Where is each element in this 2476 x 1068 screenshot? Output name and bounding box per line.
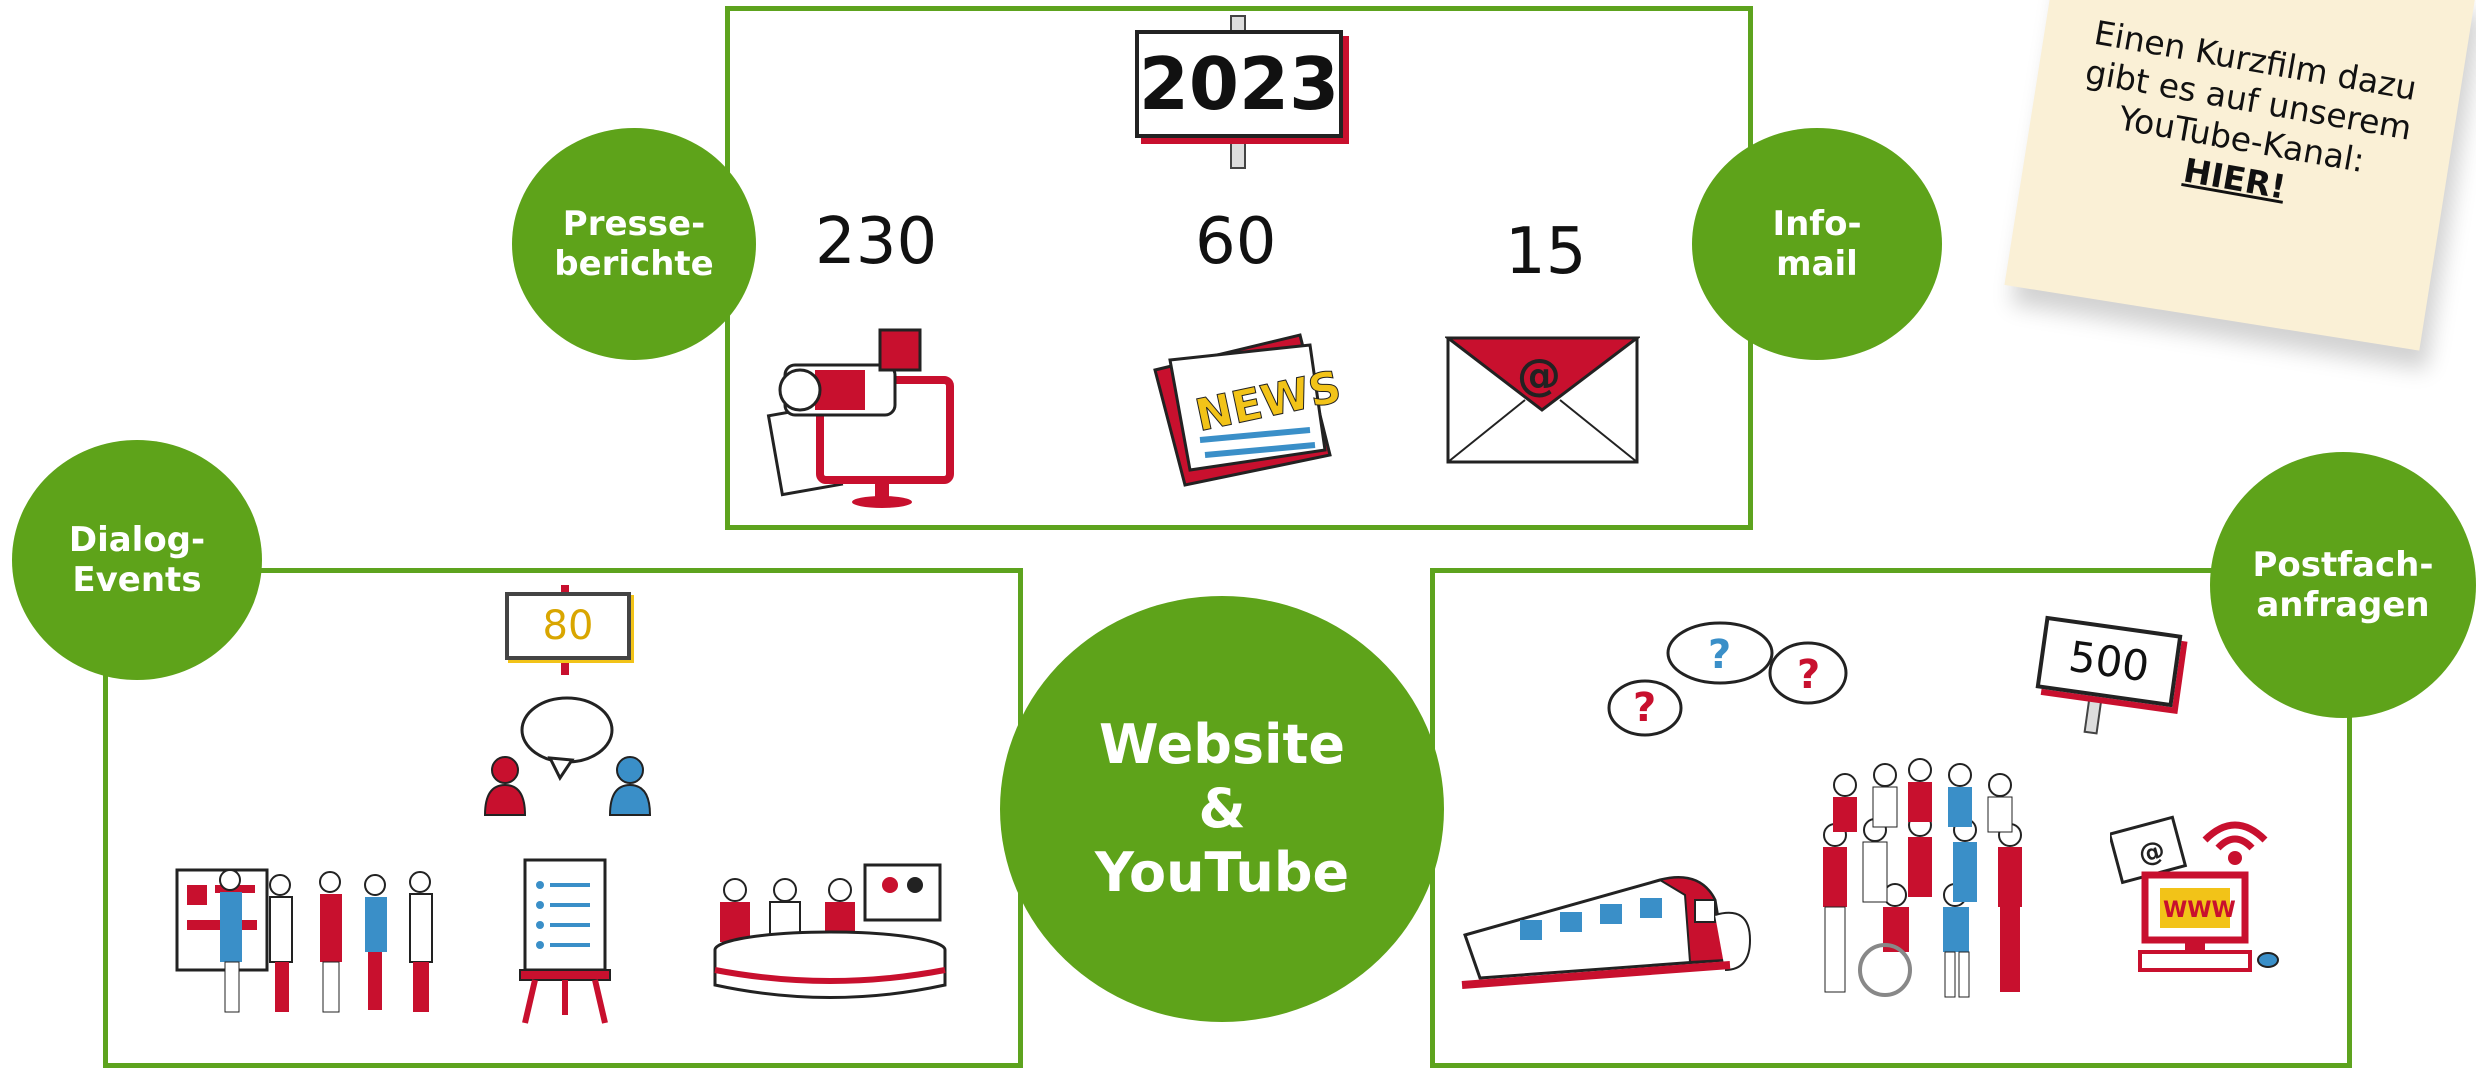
circle-presseberichte: Presse- berichte (512, 128, 756, 360)
newspaper-icon: NEWS (1153, 333, 1340, 487)
question-bubbles-icon: ? ? ? (1607, 621, 1848, 737)
train-icon (1461, 876, 1752, 989)
postfach-count-label: 500 (2065, 631, 2153, 692)
circle-website-youtube-label: Website & YouTube (1094, 713, 1350, 904)
circle-postfachanfragen-label: Postfach- anfragen (2252, 545, 2434, 625)
flipchart-icon (519, 858, 611, 1024)
www-text: WWW (2163, 898, 2236, 923)
circle-presseberichte-label: Presse- berichte (554, 204, 714, 284)
mail-count: 15 (1505, 215, 1587, 289)
svg-text:?: ? (1708, 632, 1731, 678)
press-count: 230 (815, 205, 938, 279)
circle-dialog-events: Dialog- Events (12, 440, 262, 680)
mail-at-text: @ (1517, 350, 1561, 401)
circle-infomail: Info- mail (1692, 128, 1942, 360)
camera-monitor-icon (766, 328, 954, 508)
dialog-count-label: 80 (542, 603, 594, 649)
meeting-table-icon (713, 863, 947, 999)
group-presentation-icon (175, 868, 433, 1013)
circle-website-youtube: Website & YouTube (1000, 596, 1444, 1022)
crowd-people-icon (1823, 758, 2022, 998)
dialog-count-sign: 80 (505, 592, 631, 660)
svg-text:?: ? (1797, 652, 1820, 698)
email-envelope-icon: @ (1445, 336, 1640, 464)
svg-text:?: ? (1633, 685, 1656, 731)
computer-mail-icon: @ WWW (2110, 815, 2279, 972)
circle-postfachanfragen: Postfach- anfragen (2210, 452, 2476, 718)
year-sign: 2023 (1135, 30, 1343, 138)
news-count: 60 (1195, 205, 1277, 279)
year-label: 2023 (1138, 42, 1340, 126)
dialog-people-icon (483, 696, 652, 816)
circle-dialog-events-label: Dialog- Events (68, 520, 206, 600)
circle-infomail-label: Info- mail (1772, 204, 1862, 284)
